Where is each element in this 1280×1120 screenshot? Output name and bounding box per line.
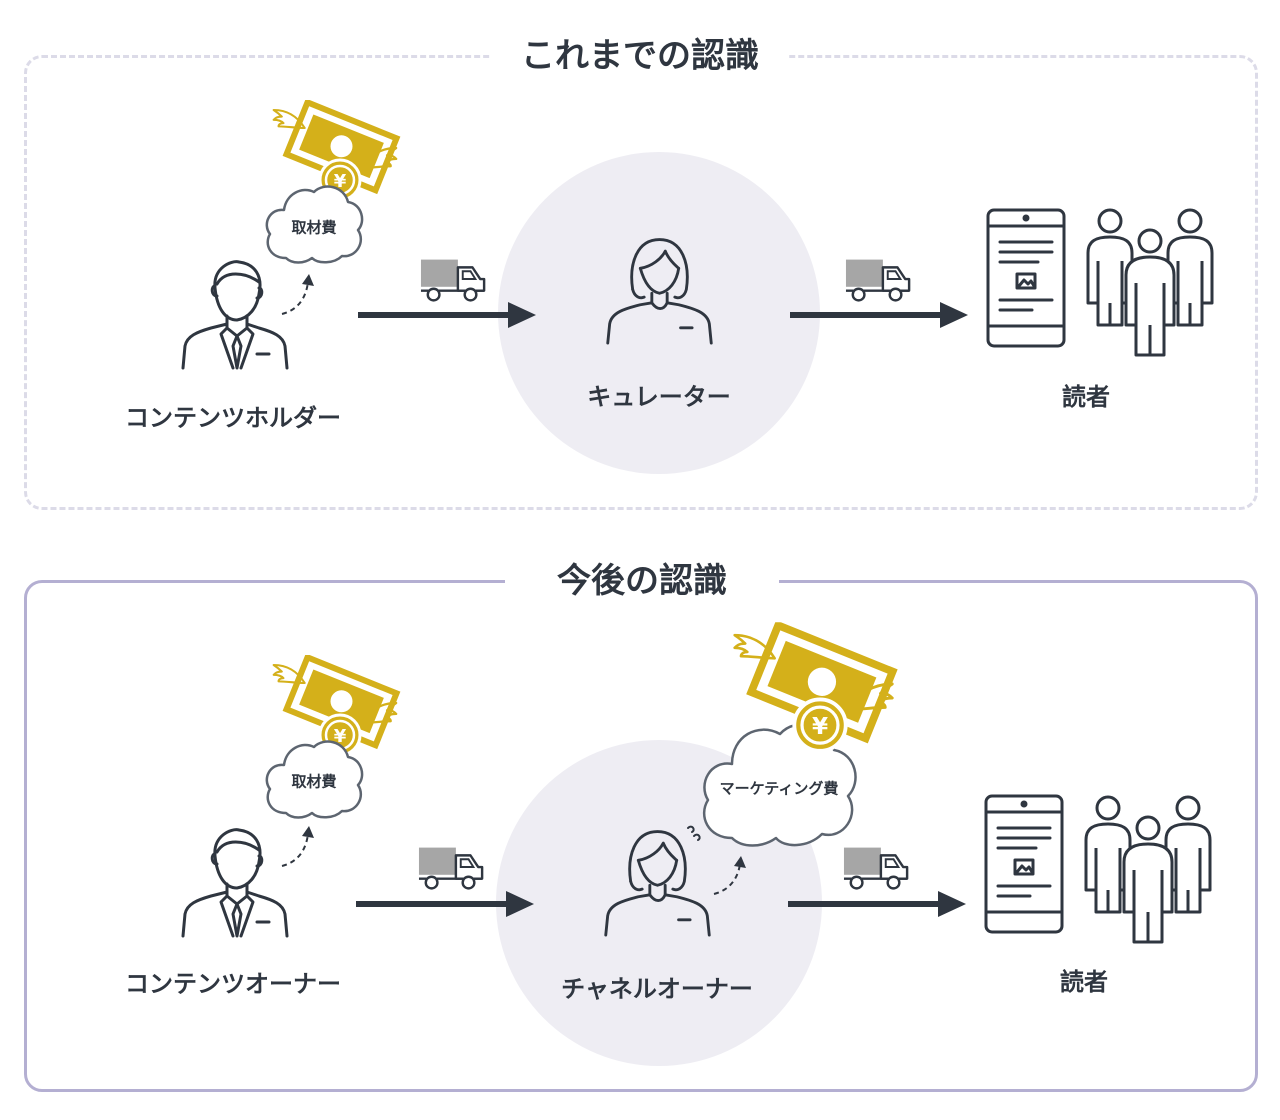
- reader-label: 読者: [1062, 383, 1110, 411]
- businessman-icon: [175, 250, 295, 370]
- truck-icon: [845, 255, 913, 305]
- source-cloud-label: 取材費: [291, 772, 337, 791]
- source-label: コンテンツオーナー: [125, 970, 341, 998]
- dashed-thought-arrow: [281, 826, 314, 867]
- truck-icon: [418, 843, 486, 893]
- reader-label: 読者: [1060, 968, 1108, 996]
- businessman-icon: [175, 818, 295, 938]
- arrow-right-icon: [356, 889, 536, 919]
- thought-cloud-icon: [265, 185, 364, 264]
- curator-circle: [498, 152, 820, 474]
- middle-label: チャネルオーナー: [561, 975, 753, 1003]
- section-future-title: 今後の認識: [505, 557, 779, 605]
- middle-cloud-label: マーケティング費: [719, 779, 839, 798]
- truck-icon: [420, 255, 488, 305]
- truck-icon: [843, 843, 911, 893]
- flying-yen-bill-icon: [733, 622, 910, 764]
- dashed-thought-arrow: [281, 274, 314, 315]
- sweat-mark-icon: [687, 825, 701, 841]
- source-label: コンテンツホルダー: [125, 404, 341, 432]
- arrow-right-icon: [788, 889, 968, 919]
- people-group-icon: [1080, 792, 1220, 952]
- middle-label: キュレーター: [587, 383, 731, 411]
- woman-icon: [602, 230, 717, 345]
- arrow-right-icon: [358, 300, 538, 330]
- people-group-icon: [1082, 205, 1222, 365]
- section-current-title: これまでの認識: [492, 32, 788, 80]
- arrow-right-icon: [790, 300, 970, 330]
- smartphone-icon: [986, 208, 1066, 348]
- dashed-thought-arrow: [713, 856, 746, 895]
- thought-cloud-icon: [265, 740, 364, 819]
- smartphone-icon: [984, 794, 1064, 934]
- source-cloud-label: 取材費: [291, 218, 337, 237]
